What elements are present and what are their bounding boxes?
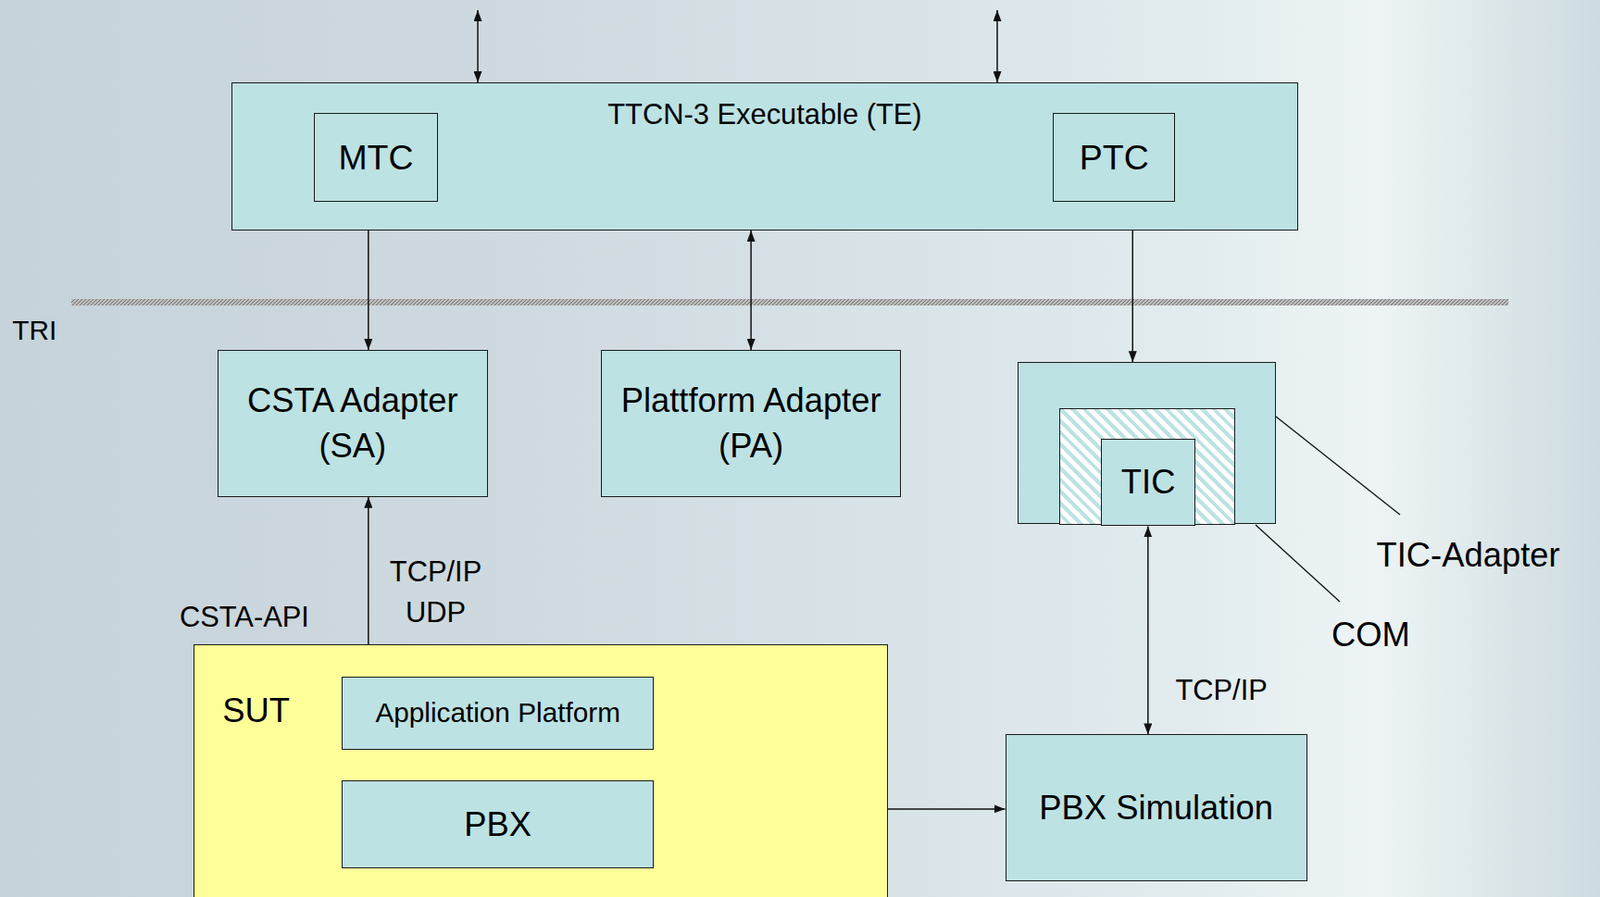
- interface-label: TRI: [12, 311, 57, 350]
- interface-label: CSTA-API: [179, 597, 310, 638]
- box-label: Application Platform: [375, 694, 621, 732]
- box: SUT Application PlatformPBX: [193, 644, 888, 897]
- box: TTCN-3 Executable (TE) MTC PTC: [231, 82, 1299, 231]
- leader-line: [1275, 416, 1400, 515]
- box: TIC: [1100, 438, 1196, 527]
- box: CSTA Adapter (SA): [217, 350, 488, 498]
- box-label: TIC-Adapter: [1376, 532, 1561, 578]
- box-label: TIC: [1121, 459, 1176, 505]
- box-label: COM: [1331, 612, 1411, 658]
- external-arrow: [476, 10, 479, 83]
- tri-band: [71, 299, 1509, 306]
- protocol-label: TCP/IP UDP: [375, 551, 497, 634]
- box-label: MTC: [337, 134, 413, 182]
- box-label: SUT: [222, 687, 290, 734]
- box-label: CSTA Adapter (SA): [225, 377, 480, 469]
- box-label: PBX Simulation: [1038, 785, 1274, 831]
- box-label: Plattform Adapter (PA): [609, 377, 893, 469]
- box-label: PTC: [1079, 134, 1150, 182]
- box: MTC: [313, 112, 438, 202]
- box-label: PBX: [463, 801, 532, 848]
- protocol-label: TCP/IP: [1160, 670, 1283, 712]
- box: PTC: [1052, 112, 1175, 202]
- box: COMTIC: [1059, 408, 1237, 526]
- box: PBX Simulation: [1005, 734, 1308, 882]
- box: Plattform Adapter (PA): [600, 350, 901, 498]
- box: PBX: [341, 780, 654, 869]
- connector: [1147, 525, 1150, 735]
- leader-line: [1255, 525, 1340, 602]
- box: Application Platform: [341, 676, 654, 750]
- connector: [750, 230, 752, 350]
- external-arrow: [996, 10, 999, 83]
- box-label: TTCN-3 Executable (TE): [607, 95, 922, 135]
- box: TIC-AdapterCOMTIC: [1017, 362, 1276, 525]
